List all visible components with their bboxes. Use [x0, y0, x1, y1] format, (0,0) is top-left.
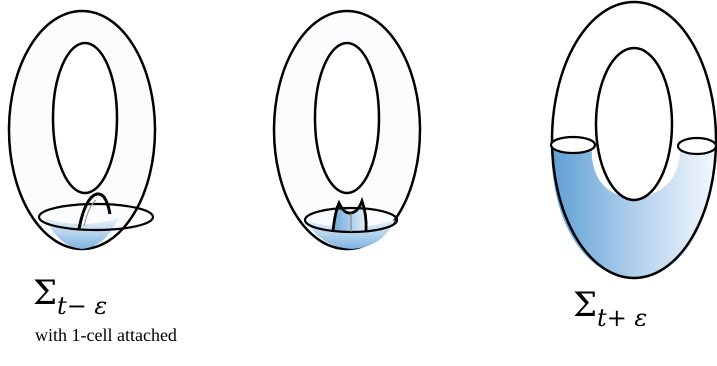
left-torus — [9, 11, 155, 249]
middle-torus — [274, 11, 420, 249]
right-inner-hole — [596, 48, 672, 200]
subscript-t-minus-epsilon: t− ε — [57, 292, 107, 320]
sigma-t-minus-epsilon-label: Σt− ε — [33, 273, 107, 320]
right-right-cut-circle — [678, 138, 716, 154]
one-cell-caption: with 1-cell attached — [35, 325, 177, 346]
middle-inner-hole — [315, 43, 379, 193]
left-inner-hole — [53, 43, 117, 193]
subscript-t-plus-epsilon: t+ ε — [597, 304, 647, 332]
sigma-t-plus-epsilon-label: Σt+ ε — [573, 285, 647, 332]
right-left-cut-circle — [551, 137, 595, 153]
sigma-symbol: Σ — [33, 273, 57, 313]
sigma-symbol: Σ — [573, 285, 597, 325]
right-torus — [551, 2, 716, 278]
